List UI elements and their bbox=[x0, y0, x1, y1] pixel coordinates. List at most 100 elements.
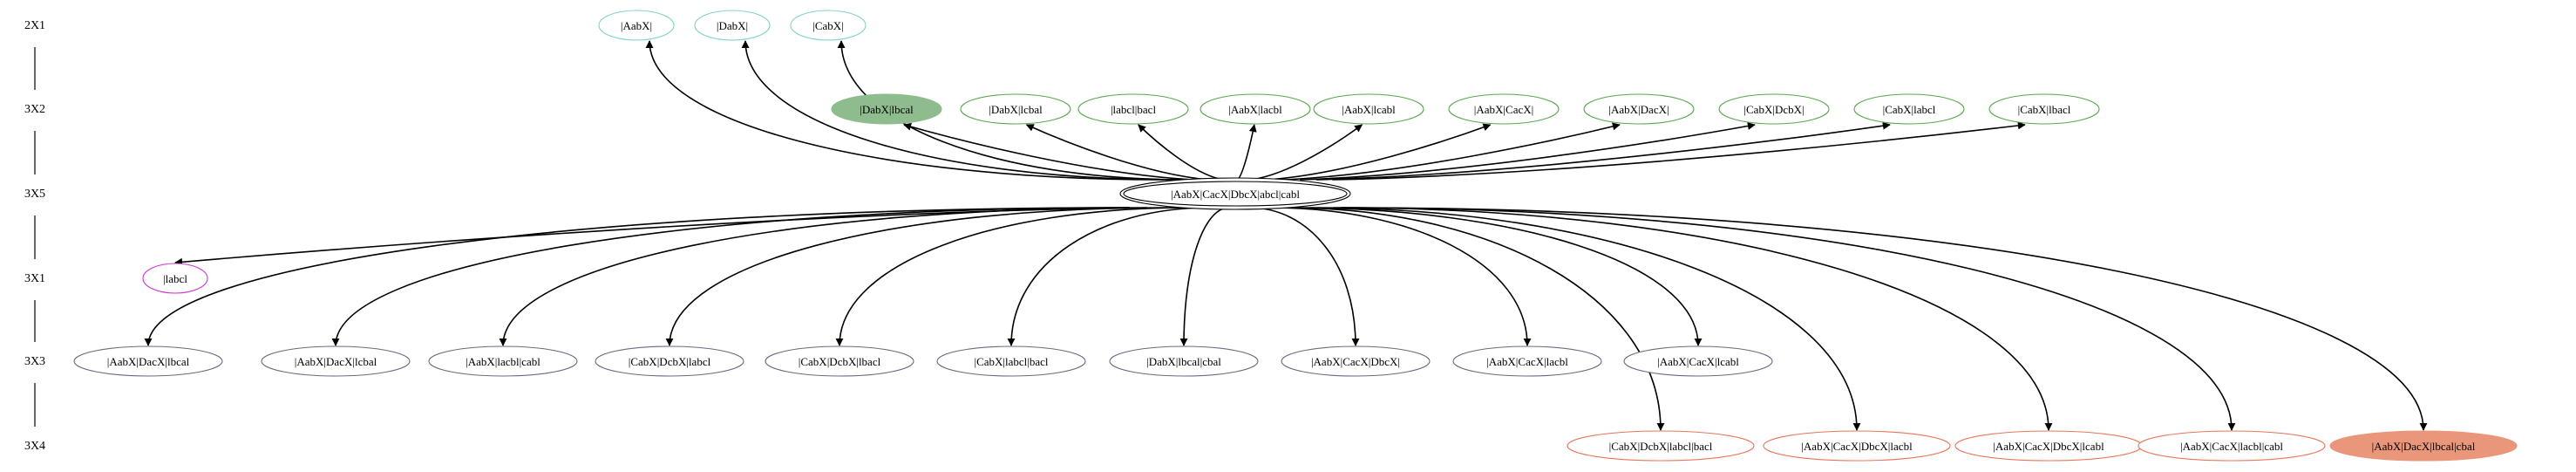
graph-node-n23[interactable]: |AabX|CacX|lacbl bbox=[1452, 345, 1602, 377]
node-label: |AabX|DacX|lcbal bbox=[295, 355, 377, 368]
node-ellipse bbox=[1077, 93, 1189, 125]
edge-center-to-n8 bbox=[1251, 124, 1363, 181]
node-ellipse bbox=[2329, 430, 2518, 462]
graph-node-n24[interactable]: |AabX|CacX|lcabl bbox=[1623, 345, 1773, 377]
node-label: |AabX|CacX|DbcX|abcl|cabl bbox=[1171, 188, 1300, 201]
node-layer: |AabX|CacX|DbcX|abcl|cabl |AabX| |DabX| |Ca… bbox=[73, 10, 2518, 462]
edge-center-to-n25 bbox=[1286, 207, 1665, 431]
rank-label-r3x5: 3X5 bbox=[24, 188, 45, 201]
node-ellipse-outer bbox=[1119, 177, 1351, 210]
rank-label-r3x1: 3X1 bbox=[24, 272, 45, 285]
node-label: |AabX|lacbl bbox=[1228, 103, 1282, 116]
edge-center-to-n2 bbox=[741, 40, 1175, 181]
graph-node-center[interactable]: |AabX|CacX|DbcX|abcl|cabl bbox=[1119, 177, 1351, 210]
graph-node-n14[interactable]: |labcl bbox=[142, 263, 208, 294]
node-label: |CabX| bbox=[812, 19, 844, 32]
node-ellipse-inner bbox=[1123, 181, 1348, 207]
node-ellipse bbox=[1583, 93, 1695, 125]
graph-node-n12[interactable]: |CabX|labcl bbox=[1853, 93, 1965, 125]
node-label: |AabX| bbox=[621, 19, 652, 32]
edge-center-to-n17 bbox=[499, 207, 1148, 346]
graph-node-n28[interactable]: |AabX|CacX|lacbl|cabl bbox=[2138, 430, 2326, 462]
node-label: |DabX|lcbal bbox=[989, 103, 1043, 116]
graph-node-n8[interactable]: |AabX|lcabl bbox=[1313, 93, 1424, 125]
edge-center-to-n29 bbox=[1341, 207, 2428, 431]
node-label: |CabX|DcbX|labcl bbox=[629, 355, 711, 368]
edge-center-to-n16 bbox=[331, 207, 1130, 346]
edge-layer bbox=[144, 40, 2428, 431]
edge-center-to-n15 bbox=[144, 207, 1130, 346]
graph-node-n6[interactable]: |labcl|bacl bbox=[1077, 93, 1189, 125]
node-label: |labcl|bacl bbox=[1111, 103, 1157, 116]
node-label: |CabX|DcbX| bbox=[1743, 103, 1804, 116]
graph-node-n4[interactable]: |DabX|lbcal bbox=[831, 93, 942, 125]
graph-node-n21[interactable]: |DabX|lbcal|cbal bbox=[1109, 345, 1259, 377]
graph-node-n26[interactable]: |AabX|CacX|DbcX|lacbl bbox=[1763, 430, 1951, 462]
node-label: |DabX| bbox=[717, 19, 748, 32]
edge-center-to-n24 bbox=[1290, 207, 1703, 346]
node-ellipse bbox=[261, 345, 411, 377]
graph-node-n16[interactable]: |AabX|DacX|lcbal bbox=[261, 345, 411, 377]
node-label: |AabX|DacX|lbcal|cbal bbox=[2372, 440, 2476, 453]
node-label: |CabX|lbacl bbox=[2018, 103, 2071, 116]
rank-label-r2x1: 2X1 bbox=[24, 19, 45, 32]
node-label: |CabX|DcbX|lbacl bbox=[799, 355, 881, 368]
rank-label-r3x4: 3X4 bbox=[24, 440, 45, 453]
graph-node-n3[interactable]: |CabX| bbox=[790, 10, 867, 41]
node-label: |AabX|CacX|DbcX|lcabl bbox=[1993, 440, 2104, 453]
edge-center-to-n7 bbox=[1237, 124, 1257, 181]
node-label: |AabX|lcabl bbox=[1342, 103, 1396, 116]
node-ellipse bbox=[1718, 93, 1830, 125]
edge-center-to-n4 bbox=[903, 122, 1194, 181]
node-ellipse bbox=[1313, 93, 1424, 125]
graph-node-n11[interactable]: |CabX|DcbX| bbox=[1718, 93, 1830, 125]
node-label: |DabX|lbcal|cbal bbox=[1146, 355, 1221, 368]
graph-node-n2[interactable]: |DabX| bbox=[694, 10, 771, 41]
graph-node-n29[interactable]: |AabX|DacX|lbcal|cbal bbox=[2329, 430, 2518, 462]
edge-center-to-n23 bbox=[1270, 207, 1532, 346]
node-ellipse bbox=[2138, 430, 2326, 462]
graph-node-n19[interactable]: |CabX|DcbX|lbacl bbox=[765, 345, 914, 377]
edge-center-to-n12 bbox=[1315, 121, 1891, 181]
graph-node-n27[interactable]: |AabX|CacX|DbcX|lcabl bbox=[1954, 430, 2143, 462]
node-label: |CabX|labcl bbox=[1883, 103, 1936, 116]
graph-node-n18[interactable]: |CabX|DcbX|labcl bbox=[595, 345, 744, 377]
graph-node-n22[interactable]: |AabX|CacX|DbcX| bbox=[1281, 345, 1431, 377]
node-label: |AabX|CacX|DbcX|lacbl bbox=[1801, 440, 1913, 453]
node-label: |CabX|DcbX|labcl|bacl bbox=[1609, 440, 1713, 453]
graph-node-n25[interactable]: |CabX|DcbX|labcl|bacl bbox=[1567, 430, 1755, 462]
node-ellipse bbox=[1200, 93, 1311, 125]
graph-node-n13[interactable]: |CabX|lbacl bbox=[1988, 93, 2100, 125]
edge-center-to-n11 bbox=[1300, 122, 1756, 181]
graph-node-n9[interactable]: |AabX|CacX| bbox=[1448, 93, 1560, 125]
node-ellipse bbox=[831, 93, 942, 125]
node-ellipse bbox=[960, 93, 1071, 125]
node-ellipse bbox=[142, 263, 208, 294]
edge-center-to-n20 bbox=[1007, 207, 1209, 346]
graph-node-n20[interactable]: |CabX|labcl|bacl bbox=[936, 345, 1086, 377]
node-label: |DabX|lbcal bbox=[860, 103, 914, 116]
node-ellipse bbox=[765, 345, 914, 377]
edge-center-to-n27 bbox=[1332, 207, 2053, 431]
edge-center-to-n22 bbox=[1249, 207, 1360, 346]
edge-center-to-n18 bbox=[665, 207, 1168, 346]
node-ellipse bbox=[1448, 93, 1560, 125]
node-label: |AabX|CacX| bbox=[1474, 103, 1533, 116]
node-ellipse bbox=[1109, 345, 1259, 377]
edge-center-to-n6 bbox=[1138, 124, 1224, 181]
node-label: |labcl bbox=[163, 272, 187, 285]
graph-node-n15[interactable]: |AabX|DacX|lbcal bbox=[73, 345, 223, 377]
node-ellipse bbox=[1567, 430, 1755, 462]
node-label: |AabX|lacbl|cabl bbox=[466, 355, 540, 368]
graph-node-n1[interactable]: |AabX| bbox=[598, 10, 675, 41]
graph-node-n17[interactable]: |AabX|lacbl|cabl bbox=[428, 345, 578, 377]
node-ellipse bbox=[1763, 430, 1951, 462]
node-label: |AabX|CacX|lacbl|cabl bbox=[2180, 440, 2283, 453]
graph-node-n7[interactable]: |AabX|lacbl bbox=[1200, 93, 1311, 125]
graph-node-n10[interactable]: |AabX|DacX| bbox=[1583, 93, 1695, 125]
node-label: |AabX|DacX| bbox=[1608, 103, 1669, 116]
node-label: |AabX|CacX|DbcX| bbox=[1311, 355, 1400, 368]
node-label: |CabX|labcl|bacl bbox=[974, 355, 1048, 368]
graph-node-n5[interactable]: |DabX|lcbal bbox=[960, 93, 1071, 125]
